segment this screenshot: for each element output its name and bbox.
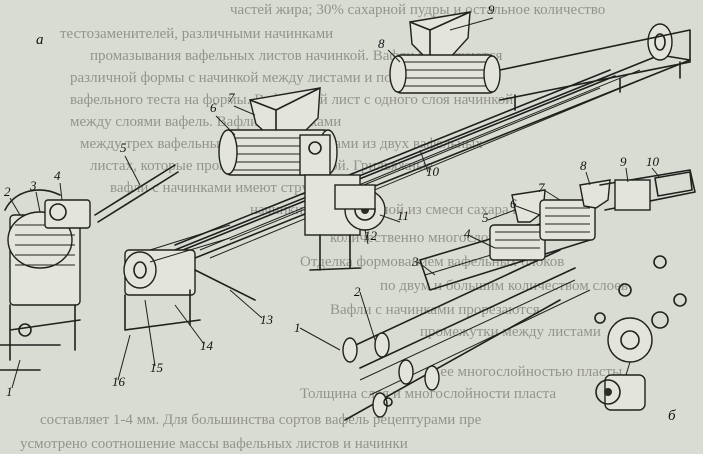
label-a-3: 3: [29, 178, 37, 193]
label-a-13: 13: [260, 312, 274, 327]
bg-text-line-18: составляет 1-4 мм. Для большинства сорто…: [40, 412, 482, 428]
bg-text-line-2: тестозаменителей, различными начинками: [60, 26, 333, 42]
label-a-1: 1: [6, 384, 13, 399]
label-b-10: 10: [646, 154, 660, 169]
label-a-5: 5: [120, 140, 127, 155]
label-a-11: 11: [397, 208, 409, 223]
bg-text-line-4: различной формы с начинкой между листами…: [70, 70, 483, 86]
label-a-14: 14: [200, 338, 214, 353]
label-b-7: 7: [538, 180, 545, 195]
label-a-8: 8: [378, 36, 385, 51]
label-b-1: 1: [294, 320, 301, 335]
bg-text-line-14: Вафли с начинками прорезаются: [330, 302, 540, 318]
label-a-6: 6: [210, 100, 217, 115]
label-b-9: 9: [620, 154, 627, 169]
bg-text-line-15: промежутки между листами: [420, 324, 601, 340]
label-a-7: 7: [228, 90, 235, 105]
label-b-2: 2: [354, 284, 361, 299]
bg-text-line-19: усмотрено соотношение массы вафельных ли…: [20, 436, 408, 452]
label-a-9: 9: [488, 2, 495, 17]
labels: а б 1 2 3 4 5 6 7 8 9 10 11 12 13 14 15 …: [4, 2, 676, 424]
label-b-6: 6: [510, 196, 517, 211]
label-b-3: 3: [411, 254, 419, 269]
line-a: [0, 11, 691, 371]
label-b-4: 4: [464, 226, 471, 241]
panel-a-letter: а: [36, 32, 44, 48]
label-a-4: 4: [54, 168, 61, 183]
line-b: [342, 169, 696, 421]
bg-text-line-16: с ее многослойностью пласты: [430, 364, 622, 380]
bg-text-line-17: Толщина слоя и многослойности пласта: [300, 386, 556, 402]
label-b-8: 8: [580, 158, 587, 173]
leader-lines: [9, 17, 661, 389]
label-a-15: 15: [150, 360, 164, 375]
label-a-2: 2: [4, 184, 11, 199]
label-b-5: 5: [482, 210, 489, 225]
panel-b-letter: б: [668, 408, 676, 424]
label-a-16: 16: [112, 374, 126, 389]
bg-text-line-11: количественно многослойные: [330, 230, 522, 246]
bg-text-line-1: частей жира; 30% сахарной пудры и осталь…: [230, 2, 605, 18]
bg-text-line-13: по двум и большим количеством слоев: [380, 278, 628, 294]
label-a-10: 10: [426, 164, 440, 179]
bg-text-line-9: вафли с начинками имеют структуру: [110, 180, 345, 196]
